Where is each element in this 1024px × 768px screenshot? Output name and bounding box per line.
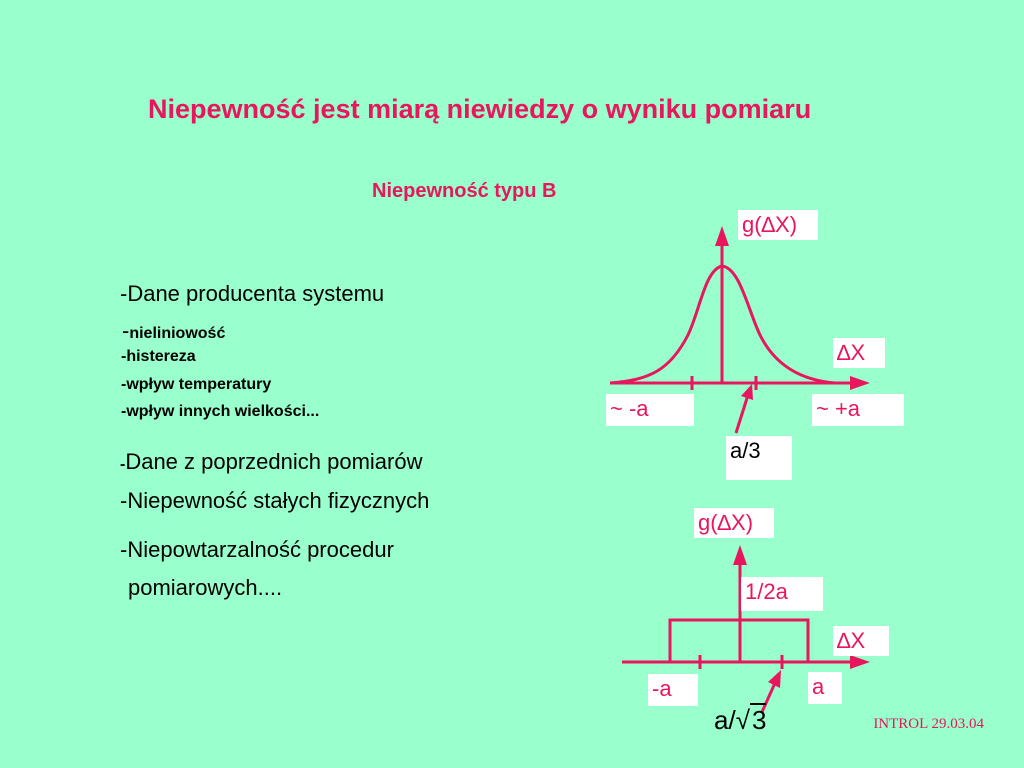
rect-left-label: -a	[648, 674, 698, 706]
gauss-pointer-line	[734, 394, 750, 434]
list-subitem-nonlinearity-label: nieliniowość	[129, 325, 226, 342]
list-subitem-dash: -	[122, 318, 130, 343]
sqrt-icon: √	[735, 705, 750, 735]
rect-distribution	[668, 618, 810, 664]
list-item-previous: -Dane z poprzednich pomiarów	[120, 449, 423, 475]
gauss-curve	[609, 264, 836, 385]
list-subitem-temperature: -wpływ temperatury	[121, 376, 272, 393]
rect-note-sqrt: 3	[749, 703, 767, 735]
gauss-y-arrow	[715, 226, 729, 246]
list-subitem-hysteresis: -histereza	[121, 348, 196, 365]
rect-diagram	[622, 545, 870, 713]
gauss-diagram	[609, 226, 870, 434]
footer-date: INTROL 29.03.04	[873, 716, 984, 732]
list-item-procedures-cont: pomiarowych....	[128, 575, 283, 600]
gauss-x-label: ∆X	[833, 338, 885, 368]
list-item-previous-dash: -	[120, 456, 126, 473]
rect-note: a/√3	[714, 703, 767, 736]
gauss-y-label: g(∆X)	[738, 210, 818, 240]
rect-right-label: a	[808, 672, 842, 704]
list-subitem-other: -wpływ innych wielkości...	[121, 403, 320, 420]
gauss-note: a/3	[726, 436, 792, 480]
gauss-pointer-arrow	[741, 384, 753, 400]
gauss-x-arrow	[850, 376, 870, 390]
slide-title: Niepewność jest miarą niewiedzy o wyniku…	[148, 94, 812, 124]
rect-x-arrow	[850, 655, 870, 669]
gauss-right-label: ~ +a	[812, 394, 904, 426]
gauss-left-label: ~ -a	[606, 394, 694, 426]
list-item-previous-label: Dane z poprzednich pomiarów	[125, 449, 423, 474]
rect-pointer-arrow	[768, 670, 781, 688]
rect-y-label: g(∆X)	[694, 508, 774, 538]
rect-note-prefix: a/	[714, 705, 736, 735]
rect-y-arrow	[733, 545, 747, 565]
rect-pointer-line	[760, 682, 777, 713]
list-item-constants: -Niepewność stałych fizycznych	[120, 488, 430, 513]
list-item-procedures: -Niepowtarzalność procedur	[120, 537, 394, 562]
list-item-manufacturer: -Dane producenta systemu	[120, 281, 385, 306]
rect-height-label: 1/2a	[741, 577, 823, 611]
slide-subtitle: Niepewność typu B	[372, 180, 557, 202]
list-subitem-nonlinearity: -nieliniowość	[122, 318, 225, 344]
rect-x-label: ∆X	[833, 626, 889, 656]
